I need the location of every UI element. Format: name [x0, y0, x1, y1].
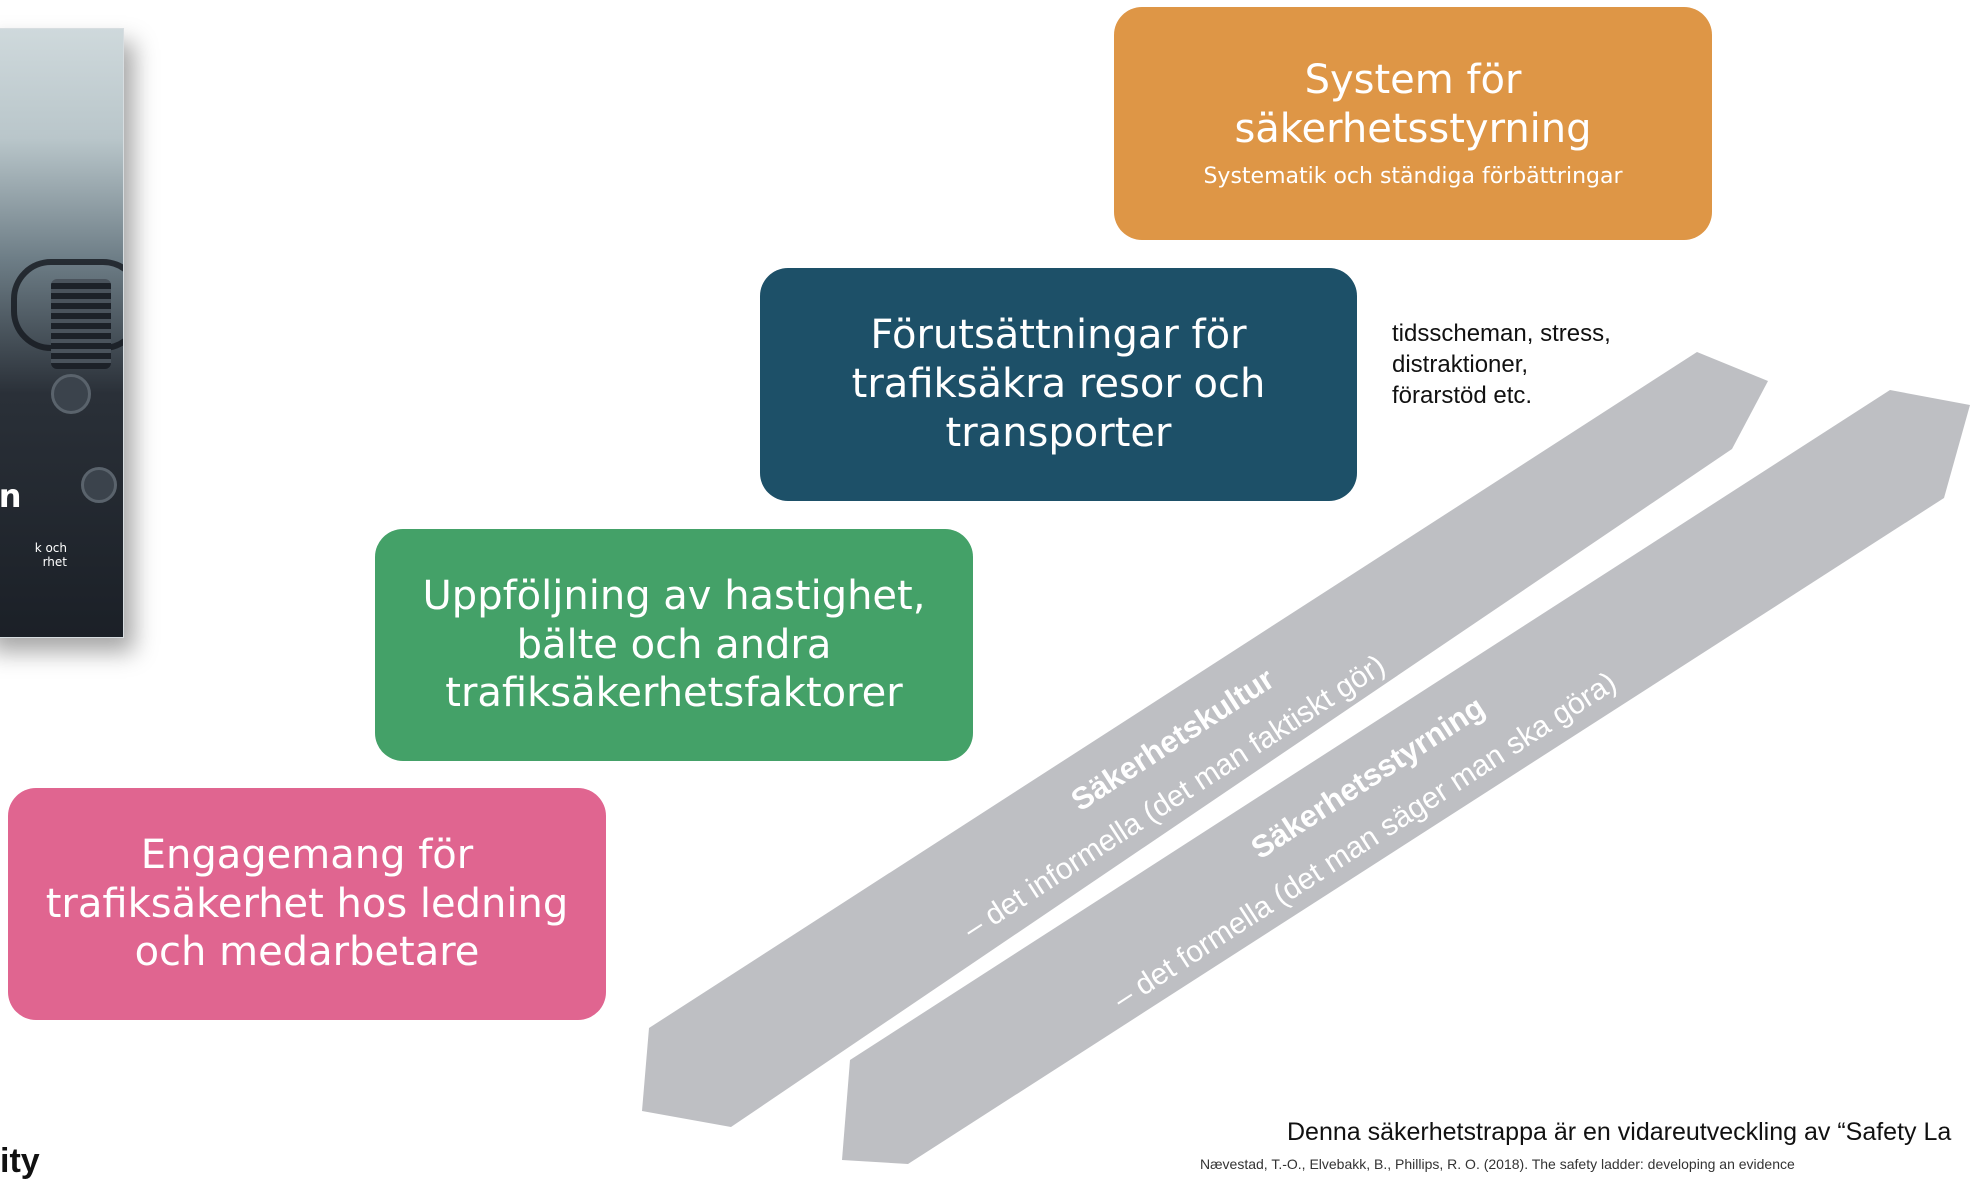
step-commitment-title: Engagemang för trafiksäkerhet hos lednin… [45, 831, 569, 976]
step-safety-management-system-title: System för säkerhetsstyrning [1234, 57, 1592, 153]
arrow-safety-culture [642, 352, 1768, 1127]
arrow-safety-management [842, 390, 1970, 1164]
step-follow-up: Uppföljning av hastighet, bälte och andr… [375, 529, 973, 761]
preconditions-note: tidsscheman, stress, distraktioner, föra… [1392, 320, 1611, 409]
step-safety-management-system-subtitle: Systematik och ständiga förbättringar [1203, 163, 1623, 189]
step-safety-management-system: System för säkerhetsstyrning Systematik … [1114, 7, 1712, 240]
citation-main: Denna säkerhetstrappa är en vidareutveck… [1287, 1118, 1952, 1146]
step-preconditions: Förutsättningar för trafiksäkra resor oc… [760, 268, 1357, 501]
step-preconditions-title: Förutsättningar för trafiksäkra resor oc… [851, 312, 1266, 456]
brochure-cover-image: en k och rhet [0, 28, 124, 638]
step-follow-up-title: Uppföljning av hastighet, bälte och andr… [422, 572, 926, 717]
citation-reference: Nævestad, T.-O., Elvebakk, B., Phillips,… [1200, 1156, 1795, 1172]
step-commitment: Engagemang för trafiksäkerhet hos lednin… [8, 788, 606, 1020]
dashboard-knob [81, 467, 117, 503]
corner-text-fragment: ity [0, 1142, 40, 1180]
air-vent-shape [51, 279, 111, 369]
dashboard-knob [51, 374, 91, 414]
cover-subtitle-fragment: k och rhet [34, 541, 67, 569]
cover-title-fragment: en [0, 477, 22, 515]
